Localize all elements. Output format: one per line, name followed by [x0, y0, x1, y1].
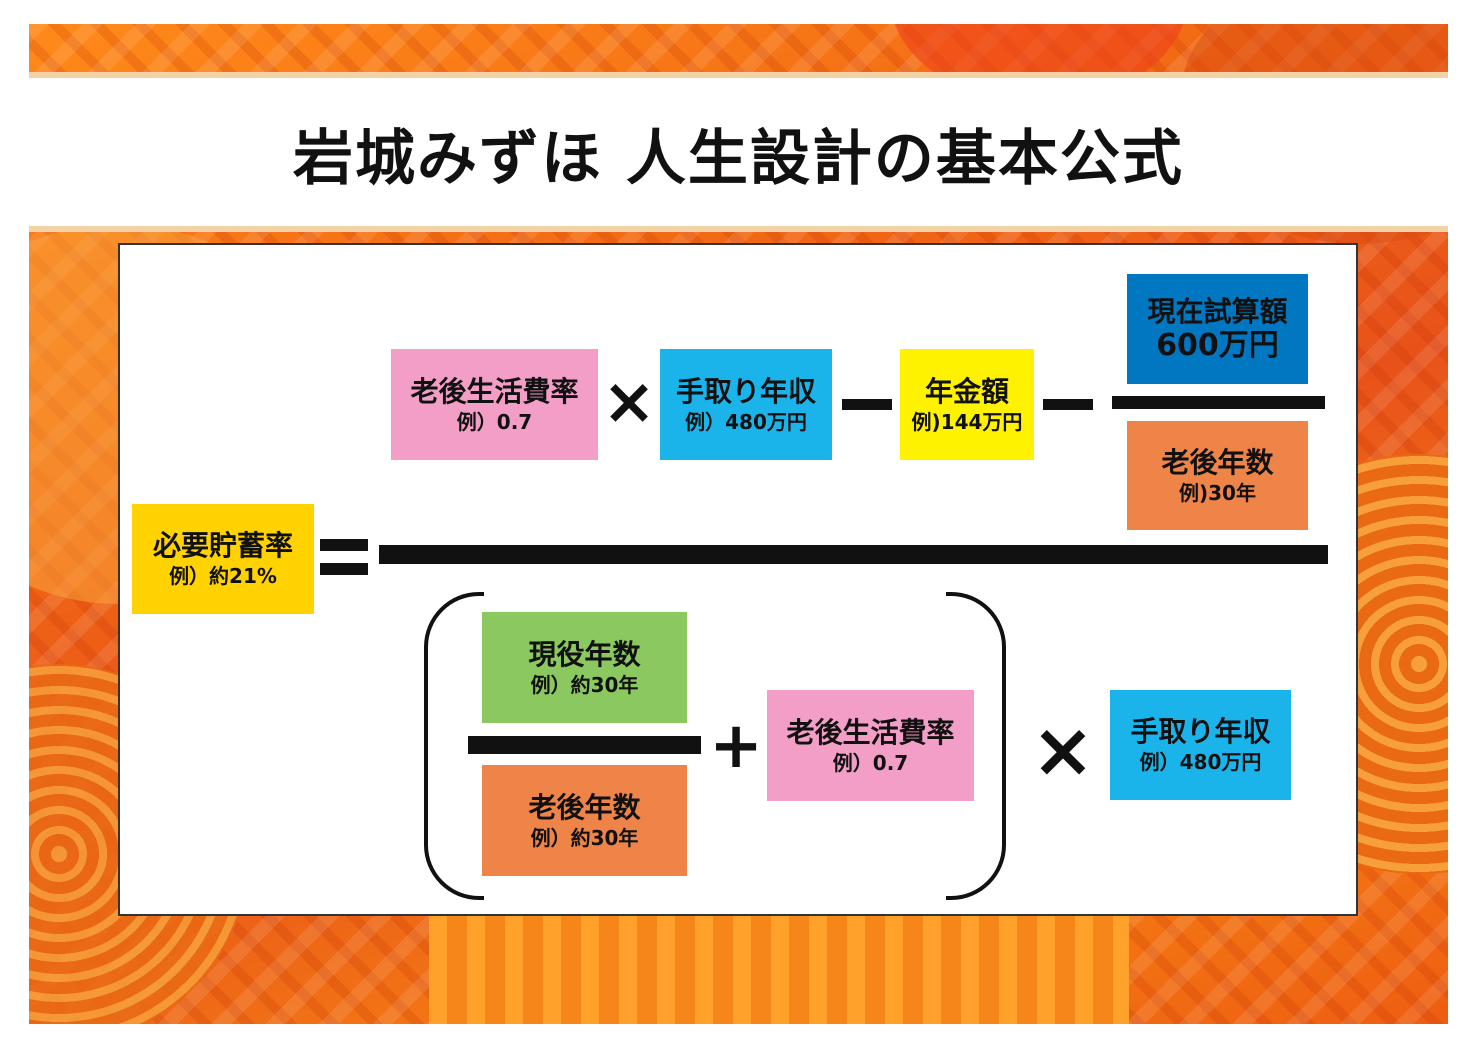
plus-operator: +	[709, 709, 763, 783]
living-cost-ratio-label: 老後生活費率	[410, 374, 579, 408]
equals-operator-top	[320, 539, 368, 551]
retirement-years-box-denominator: 老後年数 例）約30年	[482, 765, 687, 876]
required-savings-rate-example: 例）約21%	[169, 564, 277, 588]
required-savings-rate-box: 必要貯蓄率 例）約21%	[132, 504, 314, 614]
pension-example: 例)144万円	[911, 409, 1023, 434]
required-savings-rate-label: 必要貯蓄率	[152, 529, 293, 562]
take-home-income-box: 手取り年収 例）480万円	[660, 349, 832, 460]
retirement-years-example-denominator: 例）約30年	[530, 825, 639, 850]
times-operator: ×	[602, 365, 656, 439]
minus-operator	[842, 399, 892, 410]
title-banner	[29, 78, 1448, 226]
take-home-income-example: 例）480万円	[685, 409, 807, 434]
pension-box: 年金額 例)144万円	[900, 349, 1034, 460]
fraction-bar	[1112, 396, 1325, 409]
main-fraction-bar	[379, 545, 1328, 564]
retirement-years-box: 老後年数 例)30年	[1127, 421, 1308, 530]
take-home-income-label: 手取り年収	[675, 374, 816, 408]
current-assets-box: 現在試算額 600万円	[1127, 274, 1308, 384]
pension-label: 年金額	[924, 374, 1009, 408]
living-cost-ratio-example-denominator: 例）0.7	[832, 750, 909, 775]
minus-operator	[1043, 399, 1093, 410]
working-years-label: 現役年数	[528, 637, 641, 671]
working-years-box: 現役年数 例）約30年	[482, 612, 687, 723]
living-cost-ratio-example: 例）0.7	[456, 409, 533, 434]
retirement-years-label-denominator: 老後年数	[528, 790, 641, 824]
page-title: 岩城みずほ 人生設計の基本公式	[293, 124, 1184, 194]
take-home-income-label-denominator: 手取り年収	[1130, 715, 1271, 748]
living-cost-ratio-box-denominator: 老後生活費率 例）0.7	[767, 690, 974, 801]
retirement-years-example: 例)30年	[1179, 480, 1256, 505]
current-assets-label: 現在試算額	[1147, 295, 1288, 328]
working-years-example: 例）約30年	[530, 672, 639, 697]
take-home-income-example-denominator: 例）480万円	[1139, 750, 1262, 774]
equals-operator-bottom	[320, 563, 368, 575]
living-cost-ratio-label-denominator: 老後生活費率	[786, 715, 955, 749]
current-assets-value: 600万円	[1156, 328, 1279, 363]
take-home-income-box-denominator: 手取り年収 例）480万円	[1110, 690, 1291, 800]
times-operator-denominator: ×	[1031, 705, 1095, 794]
living-cost-ratio-box: 老後生活費率 例）0.7	[391, 349, 598, 460]
retirement-years-label: 老後年数	[1161, 445, 1274, 479]
fraction-bar	[468, 736, 701, 754]
